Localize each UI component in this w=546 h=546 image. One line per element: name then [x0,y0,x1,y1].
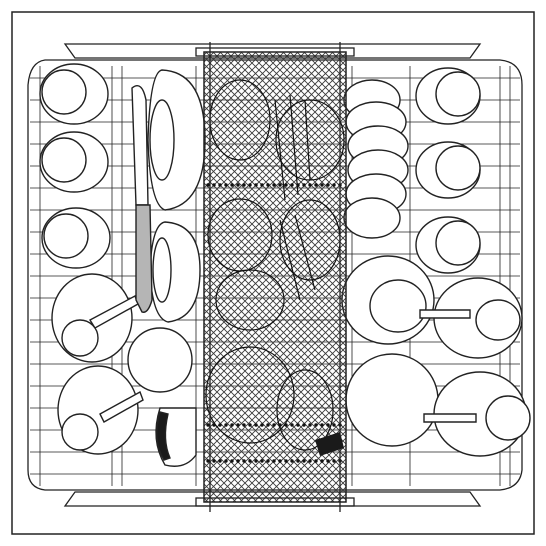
basket-dot [206,423,210,427]
basket-dot [326,183,330,187]
basket-dot [224,423,228,427]
basket-dot [242,423,246,427]
basket-dot [230,459,234,463]
basket-dot [290,423,294,427]
basket-dot [326,423,330,427]
basket-dot [230,183,234,187]
bowl-icon [419,277,523,359]
basket-dot-rows [206,183,342,463]
basket-dot [284,183,288,187]
plate-icon [149,221,201,323]
plate-stack-icon [343,79,409,239]
basket-dot [224,183,228,187]
basket-dot [308,459,312,463]
basket-dot [290,459,294,463]
basket-dot [272,423,276,427]
basket-dot [218,183,222,187]
basket-dot [260,423,264,427]
basket-dot [212,459,216,463]
basket-dot [272,183,276,187]
basket-dot [320,423,324,427]
basket-dot [254,423,258,427]
basket-dot [218,459,222,463]
basket-dot [278,183,282,187]
basket-dot [302,423,306,427]
cup-icon [39,63,109,125]
bowl-icon [57,365,144,455]
basket-dot [212,423,216,427]
basket-dot [284,423,288,427]
basket-dot [296,423,300,427]
basket-dot [302,459,306,463]
basket-dot [326,459,330,463]
cutlery-basket-icon [195,42,355,512]
basket-dot [332,459,336,463]
basket-dot [296,183,300,187]
cup-icon [39,131,109,193]
basket-dot [242,459,246,463]
basket-dot [302,183,306,187]
basket-dot [218,423,222,427]
basket-dot [308,183,312,187]
bowl-icon [345,353,439,447]
ladle-icon [155,407,197,467]
basket-dot [206,459,210,463]
basket-dot [260,183,264,187]
basket-dot [278,459,282,463]
bowl-icon [423,371,531,457]
basket-dot [236,459,240,463]
knife-icon [131,85,153,313]
basket-dot [284,459,288,463]
bowl-icon [51,273,139,363]
bowl-icon [341,255,435,345]
right-plates [341,79,531,457]
rack-outline [27,59,523,491]
basket-dot [278,423,282,427]
basket-dot [254,183,258,187]
basket-dot [230,423,234,427]
basket-dot [314,459,318,463]
basket-dot [260,459,264,463]
basket-dot [320,183,324,187]
cup-icon [415,141,481,199]
basket-dot [308,423,312,427]
basket-dot [236,183,240,187]
cup-icon [41,207,111,269]
basket-dot [296,459,300,463]
basket-dot [206,183,210,187]
basket-dot [314,423,318,427]
cup-icon [415,216,481,274]
basket-dot [314,183,318,187]
basket-dot [242,183,246,187]
basket-dot [248,459,252,463]
basket-dot [266,459,270,463]
left-cups [39,63,144,455]
basket-dot [212,183,216,187]
basket-dot [248,423,252,427]
basket-dot [266,423,270,427]
handle-icon [315,432,344,456]
left-plates [127,69,206,467]
plate-icon [147,69,206,211]
basket-dot [290,183,294,187]
top-rail [63,43,482,59]
basket-dot [272,459,276,463]
cup-icon [415,67,481,125]
right-cups [415,67,481,274]
basket-dot [224,459,228,463]
basket-dot [236,423,240,427]
basket-dot [254,459,258,463]
bowl-icon [127,327,193,393]
basket-dot [248,183,252,187]
basket-dot [266,183,270,187]
basket-dot [332,183,336,187]
basket-dot [332,423,336,427]
basket-dot [320,459,324,463]
